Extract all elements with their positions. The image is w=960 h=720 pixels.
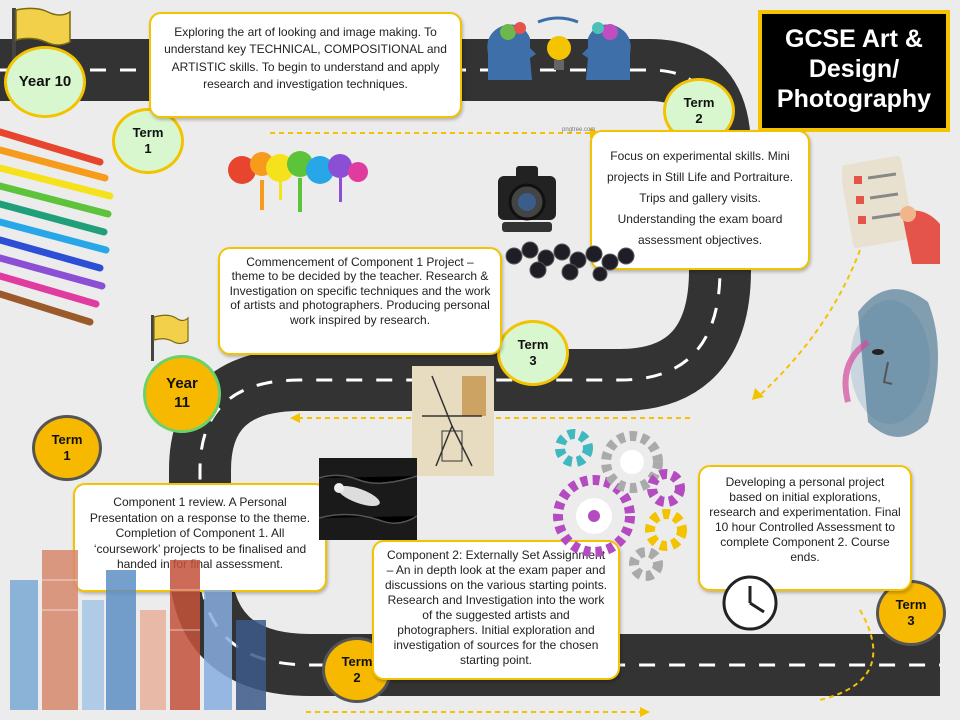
city-skyline-image (10, 550, 266, 710)
camera-icon (498, 166, 556, 232)
gears-icon (553, 429, 687, 581)
year-10-badge: Year 10 (4, 46, 86, 118)
flag-icon (151, 314, 189, 361)
year-11-term-3-badge: Term 3 (876, 580, 946, 646)
year-10-term-3-badge: Term 3 (497, 320, 569, 386)
year-11-term-1-badge: Term 1 (32, 415, 102, 481)
clock-icon (722, 575, 778, 631)
watermark: pngtree.com (562, 127, 596, 133)
sketch-image (412, 366, 494, 476)
colored-pencils-image (0, 128, 114, 326)
year-11-term-3-description: Developing a personal project based on i… (698, 465, 912, 591)
portrait-image (842, 289, 938, 437)
checklist-icon (842, 155, 940, 264)
year-10-term-1-badge: Term 1 (112, 108, 184, 174)
flag-icon (12, 7, 71, 66)
year-10-term-1-description: Exploring the art of looking and image m… (149, 12, 462, 118)
year-10-term-3-description: Commencement of Component 1 Project – th… (218, 247, 502, 355)
year-11-badge: Year 11 (143, 355, 221, 433)
paint-splash-image (228, 151, 368, 212)
brain-lightbulb-icon (487, 16, 631, 80)
berries-image (505, 241, 635, 282)
page-title: GCSE Art & Design/ Photography (758, 10, 950, 132)
swimmer-photo (319, 458, 417, 540)
year-11-term-2-description: Component 2: Externally Set Assignment –… (372, 540, 620, 680)
year-10-term-2-description: Focus on experimental skills. Mini proje… (590, 130, 810, 270)
